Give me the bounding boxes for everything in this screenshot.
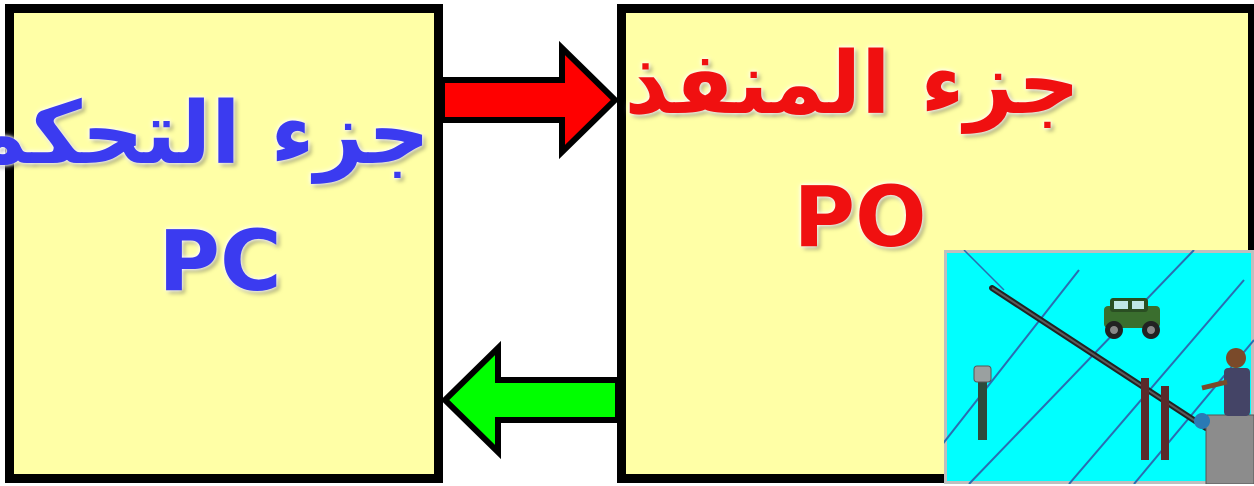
control-part-box [5,4,443,483]
operative-part-code: PO [793,168,927,266]
control-part-code: PC [158,212,282,310]
arrow-to-operative [439,40,620,160]
operative-part-arabic-label: جزء المنفذ [624,34,1080,134]
arrow-to-control [440,340,621,460]
control-part-arabic-label: جزء التحكم [0,84,430,184]
parking-barrier-illustration [944,250,1254,484]
